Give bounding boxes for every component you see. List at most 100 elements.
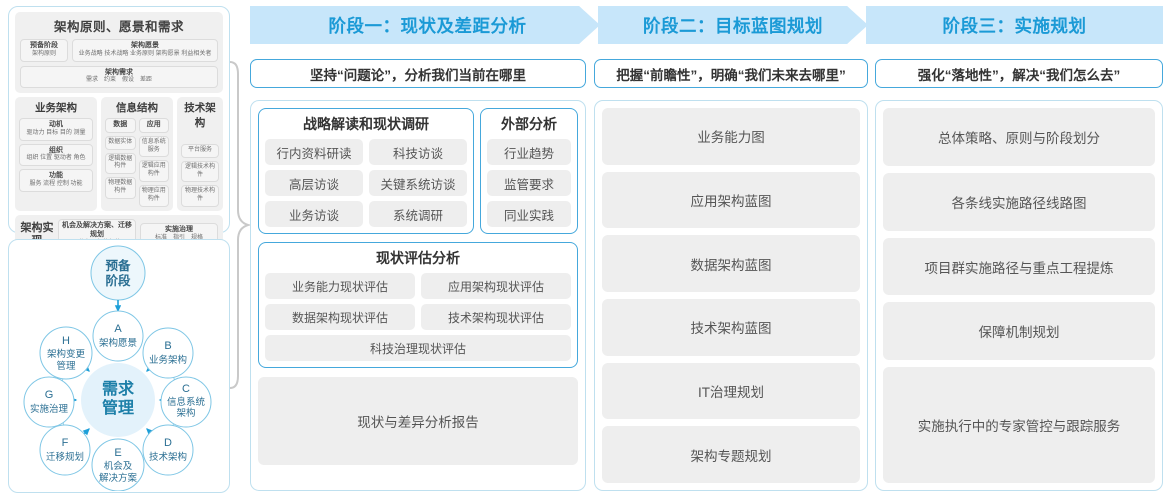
phase-3-header-text: 阶段三：实施规划 (942, 15, 1087, 36)
node-e-circle (91, 438, 145, 491)
chip-tech-interview[interactable]: 科技访谈 (369, 139, 467, 165)
node-d-key: D (164, 437, 172, 449)
chip-biz-capability-assess[interactable]: 业务能力现状评估 (265, 273, 415, 299)
node-h-label2: 管理 (56, 360, 76, 372)
chip-it-governance-assess[interactable]: 科技治理现状评估 (265, 335, 571, 361)
current-state-assessment-title: 现状评估分析 (376, 250, 460, 266)
strategy-research-group: 战略解读和现状调研 行内资料研读 科技访谈 高层访谈 关键系统访谈 业务访谈 系… (258, 108, 474, 234)
node-d-label: 技术架构 (149, 451, 187, 463)
node-g-key: G (45, 389, 54, 401)
node-h-label1: 架构变更 (47, 348, 86, 360)
node-a-label: 架构愿景 (99, 337, 137, 349)
phase-3-subtitle-text: 强化“落地性”，解决“我们怎么去” (917, 67, 1121, 83)
chip-app-arch-assess[interactable]: 应用架构现状评估 (421, 273, 571, 299)
phase-3-card: 总体策略、原则与阶段划分 各条线实施路径线路图 项目群实施路径与重点工程提炼 保… (875, 100, 1163, 491)
chip-peer-practice[interactable]: 同业实践 (487, 201, 571, 227)
chip-row: 科技治理现状评估 (265, 335, 571, 361)
chip-internal-docs[interactable]: 行内资料研读 (265, 139, 363, 165)
chip-regulatory[interactable]: 监管要求 (487, 170, 571, 196)
chip-exec-interview[interactable]: 高层访谈 (265, 170, 363, 196)
is-logical-app: 逻辑应用构件 (138, 160, 169, 183)
chip-row: 高层访谈 关键系统访谈 (265, 170, 467, 196)
is-app-head: 应用 (138, 118, 169, 133)
left-column: 架构原则、愿景和需求 预备阶段 架构原则 架构愿景 业务战略 技术战略 业务原则… (8, 6, 230, 493)
chip-tech-arch-blueprint[interactable]: 技术架构蓝图 (602, 299, 860, 356)
chip-business-interview[interactable]: 业务访谈 (265, 201, 363, 227)
is-physical-data: 物理数据构件 (105, 177, 136, 199)
ta-platform-service: 平台服务 (181, 144, 219, 158)
chip-program-roadmap[interactable]: 项目群实施路径与重点工程提炼 (883, 237, 1155, 296)
phase-1-header[interactable]: 阶段一：现状及差距分析 (250, 6, 605, 44)
chip-overall-strategy[interactable]: 总体策略、原则与阶段划分 (883, 108, 1155, 166)
external-analysis-title: 外部分析 (501, 116, 557, 132)
chip-key-system-interview[interactable]: 关键系统访谈 (369, 170, 467, 196)
node-prep-line1: 预备 (105, 258, 131, 273)
phase-3-subtitle: 强化“落地性”，解决“我们怎么去” (875, 59, 1163, 88)
is-info-system-service: 信息系统服务 (138, 135, 169, 158)
ta-logical-tech: 逻辑技术构件 (181, 160, 219, 183)
chip-system-survey[interactable]: 系统调研 (369, 201, 467, 227)
phase-2-items: 业务能力图 应用架构蓝图 数据架构蓝图 技术架构蓝图 IT治理规划 架构专题规划 (602, 108, 860, 484)
phase-1-report-chip[interactable]: 现状与差异分析报告 (258, 377, 578, 465)
phase-2-subtitle-text: 把握“前瞻性”，明确“我们未来去哪里” (616, 67, 846, 83)
prep-phase-cell: 预备阶段 架构原则 (20, 39, 68, 62)
node-c-label2: 架构 (176, 407, 195, 419)
business-architecture-column: 业务架构 动机 驱动力 目标 目的 测量 组织 组织 位置 驱动者 角色 功能 … (15, 97, 97, 212)
node-e-key: E (114, 447, 121, 459)
node-f-label: 迁移规划 (46, 451, 84, 463)
chip-app-arch-blueprint[interactable]: 应用架构蓝图 (602, 171, 860, 229)
chip-row: 业务能力现状评估 应用架构现状评估 (265, 273, 571, 299)
chip-expert-tracking[interactable]: 实施执行中的专家管控与跟踪服务 (883, 367, 1155, 483)
chip-line-roadmap[interactable]: 各条线实施路径线路图 (883, 172, 1155, 231)
phase-bodies-row: 战略解读和现状调研 行内资料研读 科技访谈 高层访谈 关键系统访谈 业务访谈 系… (250, 100, 1163, 499)
adm-cycle-panel: 需求 管理 预备 阶段 (8, 239, 230, 493)
node-a-circle (92, 310, 144, 362)
is-physical-app: 物理应用构件 (138, 185, 169, 207)
external-analysis-group: 外部分析 行业趋势 监管要求 同业实践 (480, 108, 578, 234)
arch-requirements-cell: 架构需求 需求 约束 假设 差距 (20, 65, 218, 89)
arch-vision-cell: 架构愿景 业务战略 技术战略 业务原则 架构愿景 利益相关者 (72, 39, 218, 62)
chip-assurance-plan[interactable]: 保障机制规划 (883, 302, 1155, 361)
node-b-key: B (164, 340, 171, 352)
arch-domain-columns: 业务架构 动机 驱动力 目标 目的 测量 组织 组织 位置 驱动者 角色 功能 … (15, 97, 223, 212)
chip-data-arch-blueprint[interactable]: 数据架构蓝图 (602, 235, 860, 293)
cycle-center-circle (81, 363, 155, 437)
chip-row: 监管要求 (487, 170, 571, 196)
is-logical-data: 逻辑数据构件 (105, 152, 136, 175)
ba-motivation-cell: 动机 驱动力 目标 目的 测量 (19, 118, 93, 141)
chip-tech-arch-assess[interactable]: 技术架构现状评估 (421, 304, 571, 330)
chip-industry-trend[interactable]: 行业趋势 (487, 139, 571, 165)
technology-architecture-column: 技术架构 平台服务 逻辑技术构件 物理技术构件 (177, 97, 223, 212)
is-data-group: 数据 数据实体 逻辑数据构件 物理数据构件 (105, 118, 136, 207)
chip-arch-topic-plan[interactable]: 架构专题规划 (602, 426, 860, 484)
phase-3-header[interactable]: 阶段三：实施规划 (866, 6, 1163, 44)
phase-1-subtitle: 坚持“问题论”，分析我们当前在哪里 (250, 59, 586, 88)
chip-it-governance-plan[interactable]: IT治理规划 (602, 362, 860, 420)
ba-organization-cell: 组织 组织 位置 驱动者 角色 (19, 143, 93, 167)
phase-2-subtitle: 把握“前瞻性”，明确“我们未来去哪里” (594, 59, 868, 88)
togaf-content-framework-panel: 架构原则、愿景和需求 预备阶段 架构原则 架构愿景 业务战略 技术战略 业务原则… (8, 6, 230, 255)
phase-3-items: 总体策略、原则与阶段划分 各条线实施路径线路图 项目群实施路径与重点工程提炼 保… (883, 108, 1155, 483)
phase-2-header[interactable]: 阶段二：目标蓝图规划 (598, 6, 868, 44)
node-e-label2: 解决方案 (99, 472, 138, 484)
phase-headers-row: 阶段一：现状及差距分析 阶段二：目标蓝图规划 阶段三：实施规划 (250, 6, 1163, 46)
information-structure-column: 信息结构 数据 数据实体 逻辑数据构件 (101, 97, 173, 212)
node-c-label1: 信息系统 (167, 396, 206, 408)
chip-business-capability-map[interactable]: 业务能力图 (602, 108, 860, 165)
phase-2-card: 业务能力图 应用架构蓝图 数据架构蓝图 技术架构蓝图 IT治理规划 架构专题规划 (594, 100, 868, 491)
node-c-circle (160, 376, 212, 428)
node-h-key: H (62, 335, 70, 347)
node-g-label: 实施治理 (30, 403, 69, 415)
cycle-center-line2: 管理 (102, 398, 134, 417)
phase-1-header-text: 阶段一：现状及差距分析 (328, 15, 527, 36)
cycle-center-line1: 需求 (102, 379, 135, 398)
node-c-key: C (182, 383, 190, 395)
phase-2-header-text: 阶段二：目标蓝图规划 (643, 15, 823, 36)
ba-function-cell: 功能 服务 流程 控制 功能 (19, 169, 93, 192)
current-state-assessment-group: 现状评估分析 业务能力现状评估 应用架构现状评估 数据架构现状评估 技术架构现状… (258, 242, 578, 368)
chip-data-arch-assess[interactable]: 数据架构现状评估 (265, 304, 415, 330)
node-g-circle (23, 376, 75, 428)
node-h-circle (39, 326, 93, 380)
phase-1-card: 战略解读和现状调研 行内资料研读 科技访谈 高层访谈 关键系统访谈 业务访谈 系… (250, 100, 586, 491)
phases-region: 阶段一：现状及差距分析 阶段二：目标蓝图规划 阶段三：实施规划 坚持“问题论”，… (250, 6, 1163, 499)
